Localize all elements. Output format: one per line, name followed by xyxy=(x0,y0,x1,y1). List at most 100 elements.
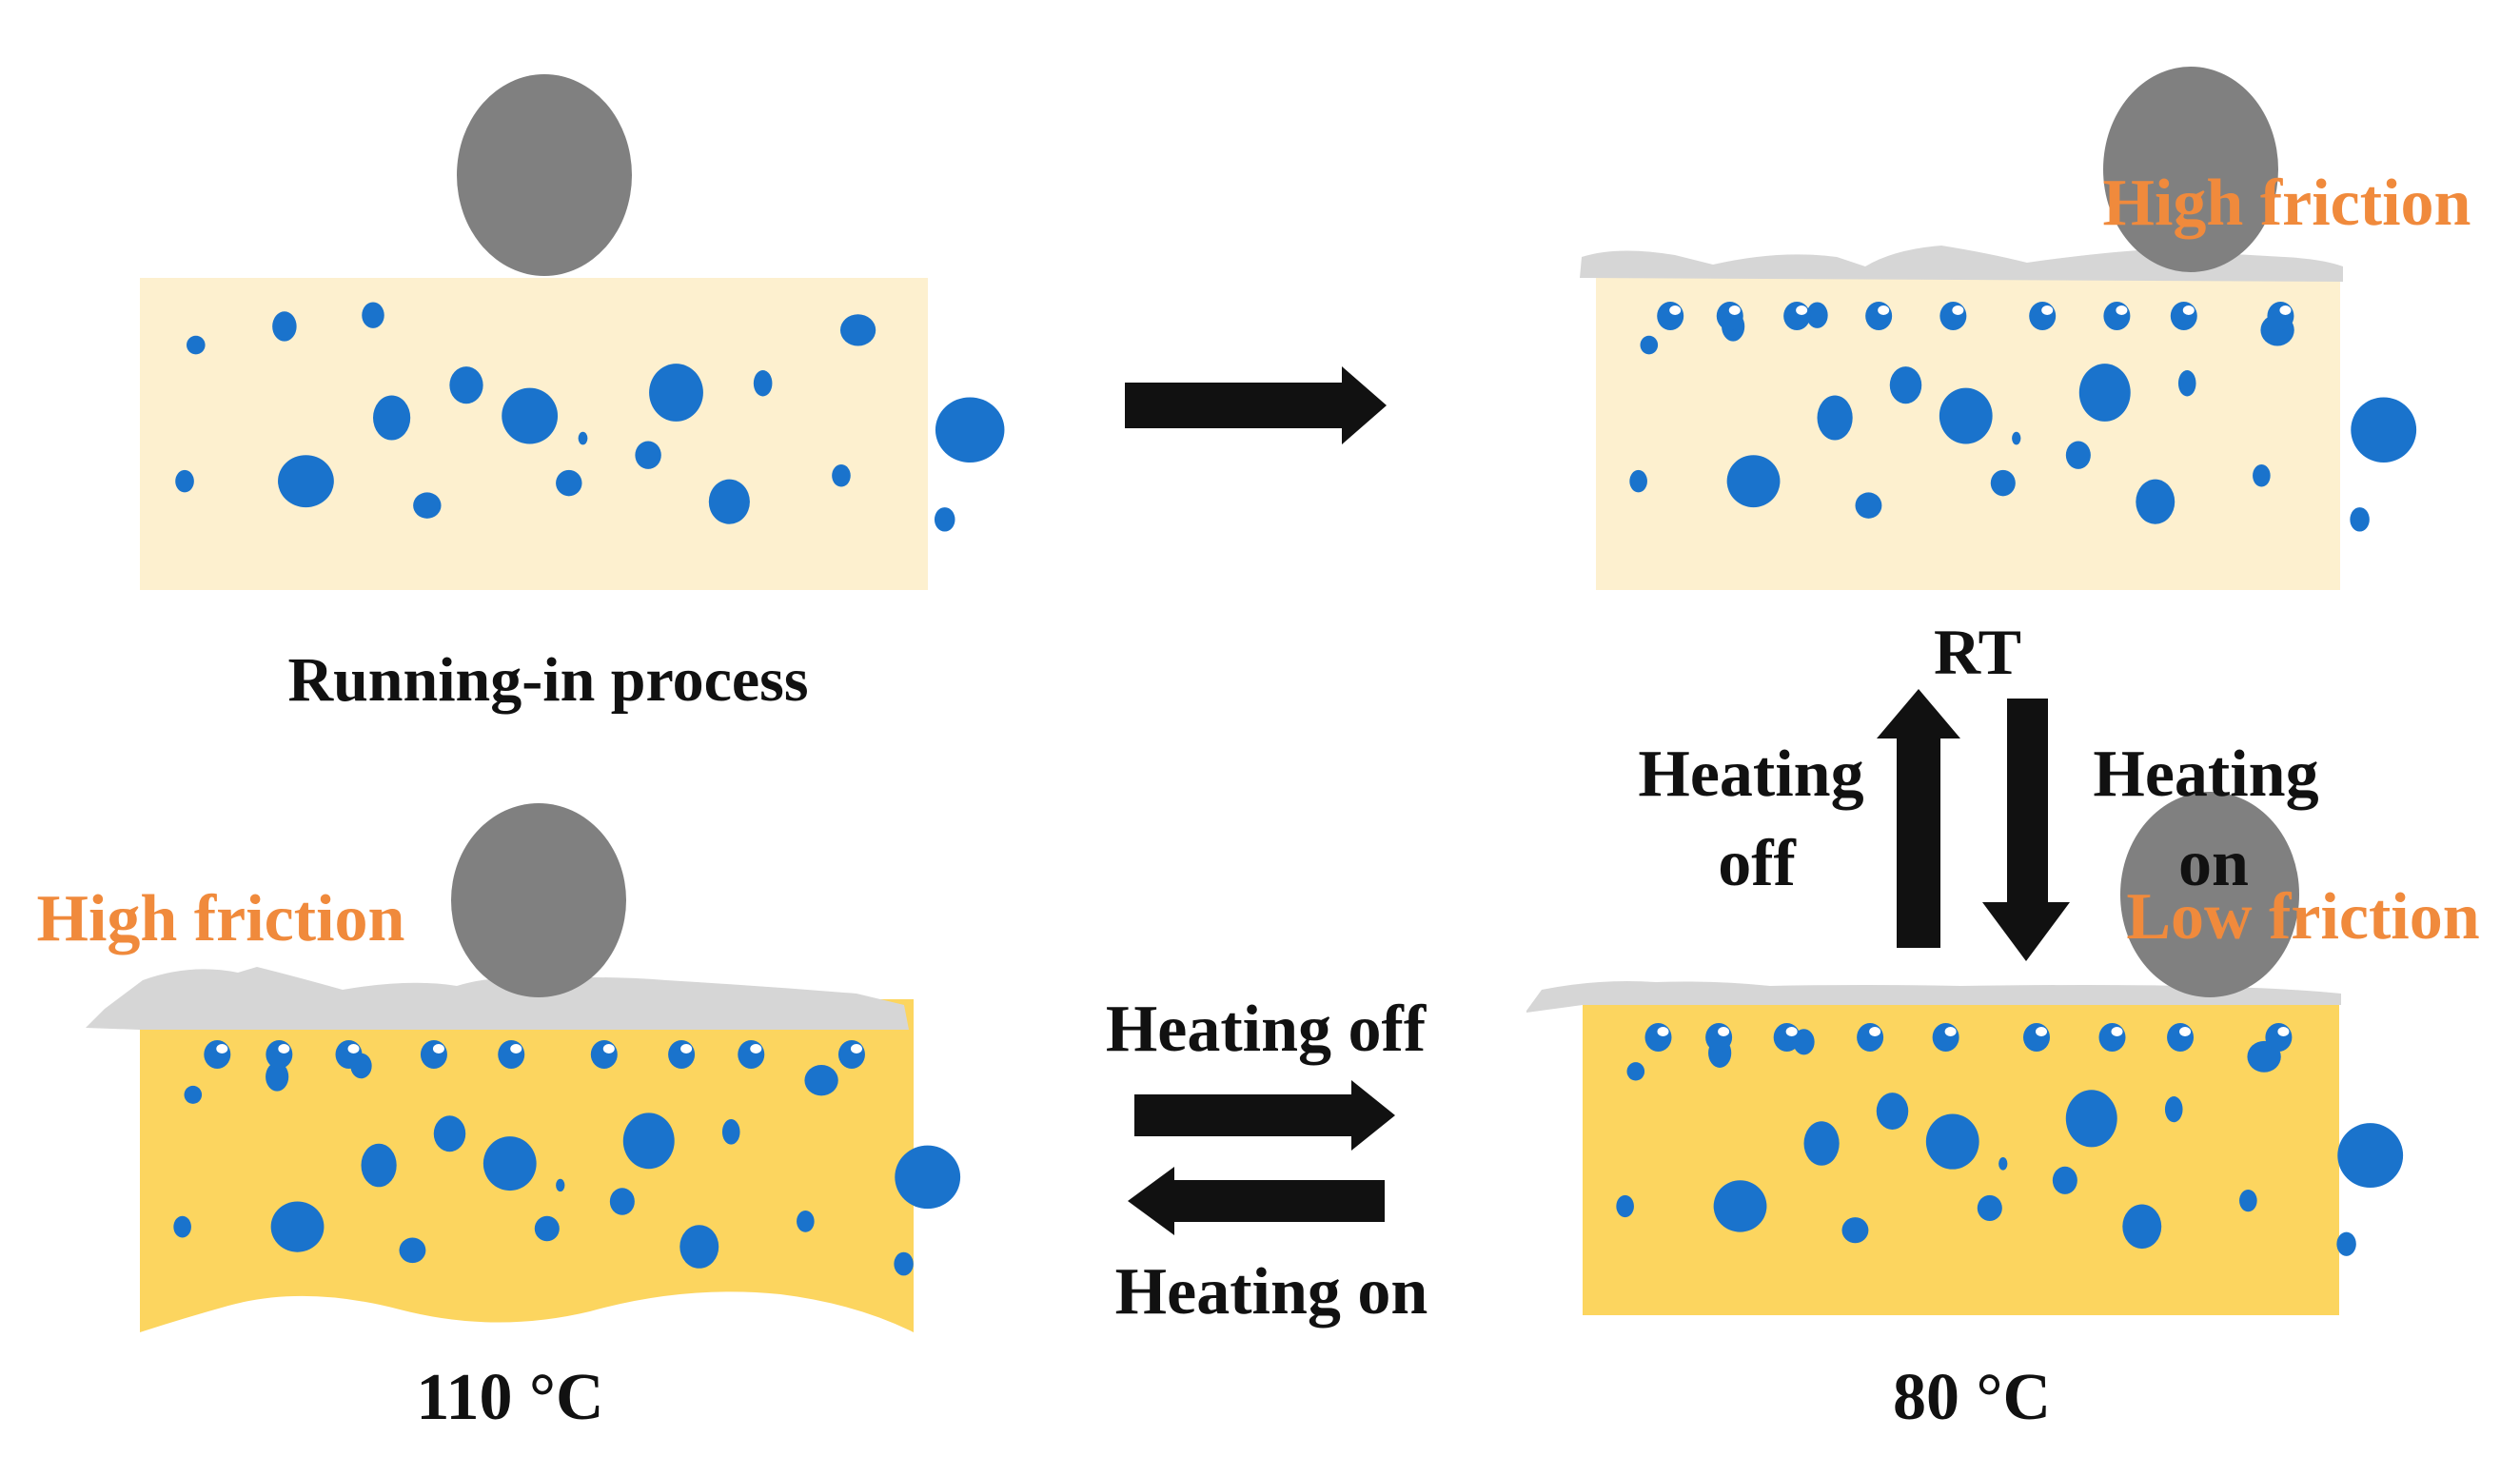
surface-droplet xyxy=(204,1040,231,1069)
80c-caption: 80 °C xyxy=(1893,1361,2051,1434)
oil-droplet xyxy=(413,492,442,519)
oil-droplet xyxy=(753,370,773,397)
droplet-highlight xyxy=(1785,1027,1798,1036)
oil-droplet xyxy=(2078,364,2131,422)
surface-droplet xyxy=(738,1040,765,1069)
heating-on-vertical-line1: Heating xyxy=(2093,738,2318,811)
oil-droplet xyxy=(2337,1123,2404,1189)
droplet-highlight xyxy=(2041,305,2054,315)
oil-droplet xyxy=(1803,1121,1840,1166)
oil-droplet xyxy=(935,397,1005,463)
oil-droplet xyxy=(433,1115,466,1152)
counter-ball xyxy=(457,74,632,276)
surface-droplet xyxy=(1932,1023,1959,1052)
oil-droplet xyxy=(1925,1113,1979,1170)
surface-droplet xyxy=(498,1040,525,1069)
oil-droplet xyxy=(1626,1062,1645,1081)
oil-droplet xyxy=(1998,1157,2008,1171)
arrow-up-heating-off xyxy=(1877,689,1960,948)
oil-droplet xyxy=(2350,507,2370,532)
oil-droplet xyxy=(278,455,334,508)
heating-on-vertical-line2: on xyxy=(2178,827,2249,900)
oil-droplet xyxy=(556,1178,565,1192)
low-friction-label: Low friction xyxy=(2126,880,2479,954)
droplet-highlight xyxy=(347,1044,360,1053)
oil-droplet xyxy=(2065,441,2091,469)
oil-droplet xyxy=(721,1119,740,1145)
droplet-highlight xyxy=(278,1044,290,1053)
oil-droplet xyxy=(708,479,750,524)
high-friction-label: High friction xyxy=(37,882,405,955)
surface-droplet xyxy=(1857,1023,1884,1052)
surface-droplet xyxy=(420,1040,447,1069)
surface-droplet xyxy=(2267,302,2294,330)
high-friction-label: High friction xyxy=(2103,167,2471,240)
arrow-right-heating-off xyxy=(1134,1080,1395,1151)
droplet-highlight xyxy=(216,1044,228,1053)
oil-droplet xyxy=(578,431,588,445)
droplet-highlight xyxy=(2116,305,2128,315)
surface-droplet xyxy=(2167,1023,2195,1052)
droplet-highlight xyxy=(1869,1027,1881,1036)
oil-droplet xyxy=(609,1188,635,1215)
oil-droplet xyxy=(1977,1194,2002,1221)
lubricating-film xyxy=(86,967,909,1030)
oil-droplet xyxy=(502,387,559,444)
oil-droplet xyxy=(895,1145,961,1210)
surface-droplet xyxy=(2098,1023,2126,1052)
droplet-highlight xyxy=(2277,1027,2290,1036)
oil-droplets xyxy=(173,1053,961,1276)
oil-droplet xyxy=(2136,479,2175,524)
surface-droplet xyxy=(1716,302,1743,330)
oil-droplet xyxy=(272,311,297,342)
panel-running-in: Running-in process xyxy=(140,74,1005,715)
arrow-right-main xyxy=(1125,366,1387,444)
droplet-highlight xyxy=(1878,305,1890,315)
oil-droplet xyxy=(622,1112,675,1170)
oil-droplet xyxy=(534,1215,560,1242)
surface-droplet xyxy=(1705,1023,1733,1052)
surface-droplets xyxy=(1644,1023,2293,1052)
oil-droplet xyxy=(449,366,483,404)
oil-droplet xyxy=(373,395,411,441)
oil-droplet xyxy=(894,1251,914,1276)
oil-droplet xyxy=(832,464,851,487)
heating-off-vertical-line2: off xyxy=(1718,827,1796,900)
droplet-highlight xyxy=(1718,1027,1730,1036)
oil-droplet xyxy=(482,1136,537,1191)
oil-droplet xyxy=(2122,1204,2162,1250)
droplet-highlight xyxy=(1944,1027,1957,1036)
arrow-down-heating-on xyxy=(1982,699,2070,961)
counter-ball xyxy=(2120,792,2299,997)
oil-droplet xyxy=(1713,1180,1767,1232)
oil-droplet xyxy=(361,1143,397,1188)
droplet-highlight xyxy=(680,1044,693,1053)
heating-off-horizontal-label: Heating off xyxy=(1106,993,1427,1066)
oil-droplet xyxy=(362,302,384,328)
droplet-highlight xyxy=(2279,305,2292,315)
oil-droplets xyxy=(1629,302,2417,532)
panel-110c: High friction 110 °C xyxy=(37,803,961,1434)
oil-droplet xyxy=(175,469,194,493)
110c-caption: 110 °C xyxy=(416,1361,603,1434)
oil-droplet xyxy=(399,1237,426,1264)
oil-droplet xyxy=(1806,302,1828,328)
surface-droplet xyxy=(335,1040,363,1069)
surface-droplet xyxy=(1657,302,1684,330)
surface-droplet xyxy=(590,1040,618,1069)
oil-droplet xyxy=(184,1085,203,1104)
droplet-highlight xyxy=(2036,1027,2047,1036)
surface-droplet xyxy=(1865,302,1893,330)
droplet-highlight xyxy=(1657,1027,1669,1036)
oil-droplet xyxy=(1817,395,1853,441)
oil-droplet xyxy=(649,364,703,422)
droplet-highlight xyxy=(432,1044,444,1053)
droplet-highlight xyxy=(1952,305,1964,315)
oil-droplet xyxy=(1629,469,1647,493)
surface-droplet xyxy=(837,1040,865,1069)
surface-droplet xyxy=(1644,1023,1672,1052)
counter-ball xyxy=(451,803,626,997)
oil-droplet xyxy=(270,1201,325,1252)
running-in-caption: Running-in process xyxy=(287,645,808,715)
